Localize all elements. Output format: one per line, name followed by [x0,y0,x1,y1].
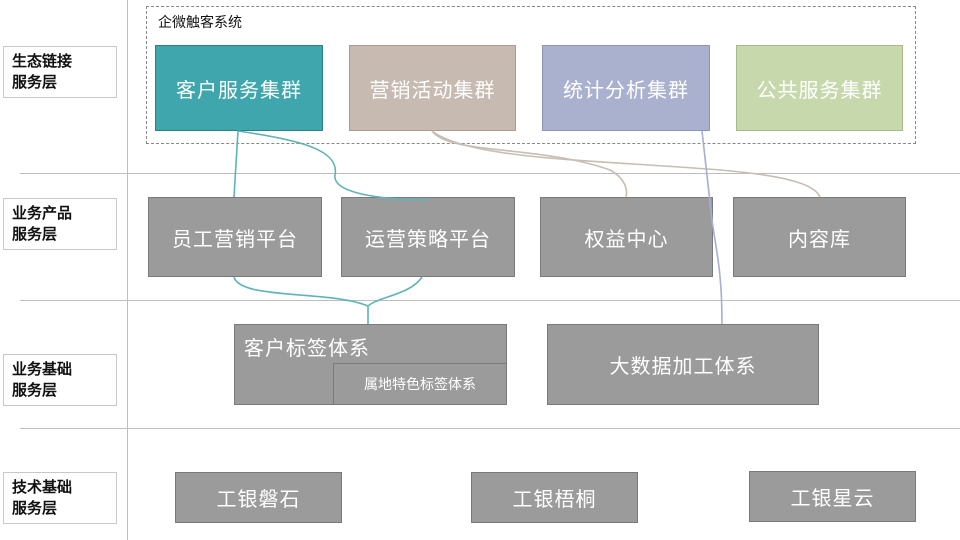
layer-label-technology-foundation: 技术基础 服务层 [3,472,117,524]
content-library[interactable]: 内容库 [733,197,906,277]
statistics-analysis-cluster[interactable]: 统计分析集群 [542,45,710,131]
rights-center[interactable]: 权益中心 [540,197,713,277]
layer-label-business-foundation: 业务基础 服务层 [3,354,117,406]
icbc-panshi[interactable]: 工银磐石 [175,472,342,523]
layer-label-business-product: 业务产品 服务层 [3,198,117,250]
big-data-processing-system[interactable]: 大数据加工体系 [547,324,819,405]
icbc-xingyun[interactable]: 工银星云 [749,471,916,522]
customer-service-cluster[interactable]: 客户服务集群 [155,45,323,131]
label-column-divider [127,0,128,540]
layer-divider-2 [20,300,960,301]
layer-divider-3 [20,428,960,429]
operation-strategy-platform[interactable]: 运营策略平台 [341,197,515,277]
icbc-wutong[interactable]: 工银梧桐 [471,472,638,523]
wecom-system-title: 企微触客系统 [158,15,242,31]
regional-feature-tag-system[interactable]: 属地特色标签体系 [333,363,507,405]
layer-label-ecosystem: 生态链接 服务层 [3,46,117,98]
layer-divider-1 [20,173,960,174]
public-service-cluster[interactable]: 公共服务集群 [736,45,903,131]
employee-marketing-platform[interactable]: 员工营销平台 [148,197,322,277]
connector-platforms-to-tags [233,276,423,307]
marketing-activity-cluster[interactable]: 营销活动集群 [349,45,516,131]
